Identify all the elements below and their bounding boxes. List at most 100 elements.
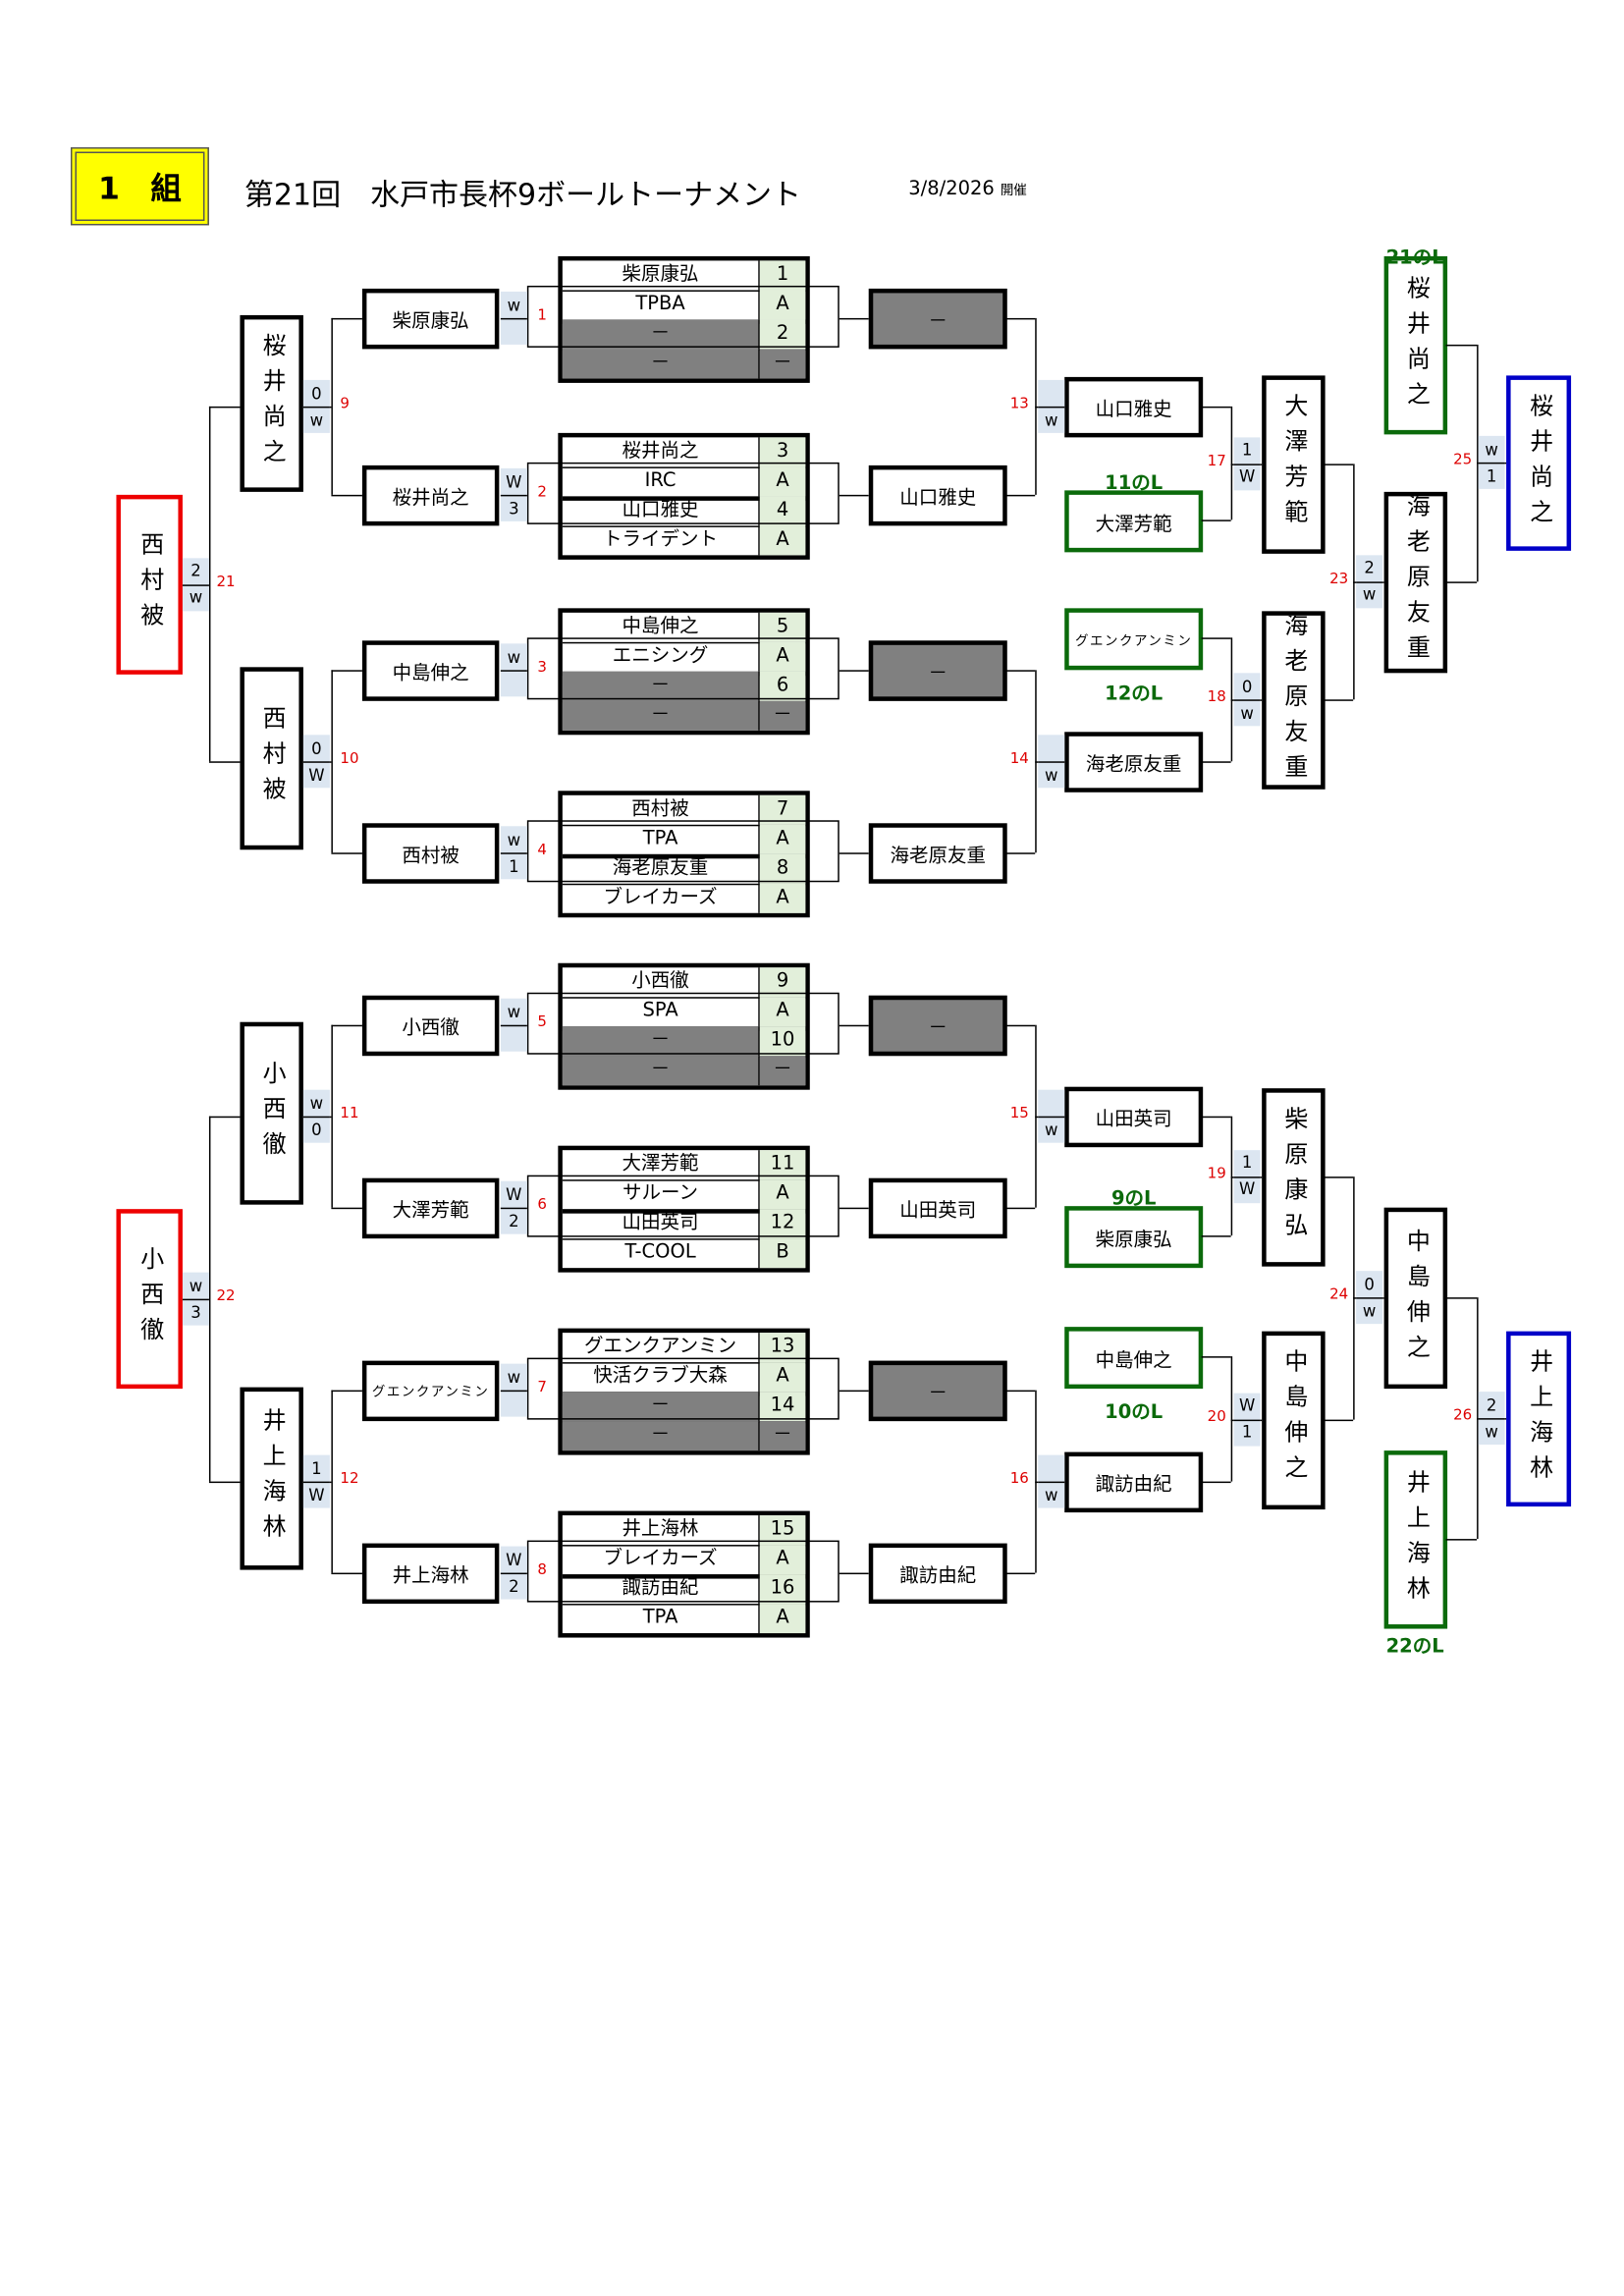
- match-bracket: [526, 820, 839, 883]
- entry-seed: A: [759, 525, 806, 556]
- right-entry-box[interactable]: 山口雅史: [868, 465, 1007, 526]
- entry-name[interactable]: －: [562, 671, 760, 701]
- right-final-box[interactable]: 中島伸之: [1383, 1207, 1448, 1390]
- right-entry-box[interactable]: 海老原友重: [868, 823, 1007, 884]
- winner-box[interactable]: 小西徹: [361, 995, 500, 1057]
- right-entry-box[interactable]: －: [868, 1360, 1007, 1422]
- right-semifinal-box[interactable]: 柴原康弘: [1262, 1087, 1326, 1266]
- right-semifinal-box[interactable]: 海老原友重: [1262, 611, 1326, 790]
- match-number: 9: [340, 396, 350, 412]
- entry-name[interactable]: ブレイカーズ: [563, 883, 760, 913]
- entry-name[interactable]: 快活クラブ大森: [563, 1362, 760, 1393]
- entry-name[interactable]: 西村被: [563, 794, 760, 825]
- entry-name[interactable]: T-COOL: [563, 1238, 760, 1269]
- champion-box[interactable]: 桜井尚之: [1506, 375, 1572, 552]
- entry-name[interactable]: 海老原友重: [563, 853, 760, 884]
- losers-entry-box[interactable]: 柴原康弘: [1064, 1206, 1204, 1269]
- winner-box[interactable]: 井上海林: [361, 1543, 500, 1605]
- entry-name[interactable]: 諏訪由紀: [563, 1574, 760, 1605]
- connector-line: [331, 1390, 333, 1573]
- entry-seed: A: [759, 824, 806, 854]
- entry-seed: －: [759, 1056, 806, 1086]
- entry-name[interactable]: グエンクアンミン: [563, 1333, 760, 1363]
- entry-name[interactable]: 大澤芳範: [563, 1150, 760, 1180]
- entry-name[interactable]: －: [562, 1421, 760, 1451]
- winner-box[interactable]: 大澤芳範: [361, 1177, 500, 1239]
- winners-final-box[interactable]: 小西徹: [116, 1209, 183, 1390]
- right-winner-box[interactable]: 海老原友重: [1064, 732, 1204, 793]
- entry-name[interactable]: 井上海林: [563, 1515, 760, 1546]
- entry-name[interactable]: －: [562, 349, 760, 379]
- score-divider: [1233, 1175, 1261, 1177]
- connector-line: [1353, 1175, 1355, 1419]
- losers-entry-box[interactable]: 大澤芳範: [1064, 490, 1204, 553]
- winner-box[interactable]: 桜井尚之: [361, 465, 500, 526]
- entry-name[interactable]: TPA: [563, 824, 760, 854]
- champion-box[interactable]: 井上海林: [1506, 1331, 1572, 1507]
- winner-box[interactable]: 西村被: [361, 823, 500, 884]
- entry-name[interactable]: ブレイカーズ: [563, 1545, 760, 1575]
- entry-name[interactable]: トライデント: [563, 525, 760, 556]
- date-value: 3/8/2026: [908, 178, 995, 200]
- semifinal-box[interactable]: 桜井尚之: [240, 314, 303, 492]
- semifinal-box[interactable]: 井上海林: [240, 1387, 303, 1570]
- right-winner-box[interactable]: 諏訪由紀: [1064, 1451, 1204, 1513]
- entry-name[interactable]: －: [562, 1026, 760, 1057]
- losers-entry-box[interactable]: グエンクアンミン: [1064, 608, 1204, 671]
- losers-final-entry-box[interactable]: 井上海林: [1383, 1450, 1448, 1629]
- losers-final-entry-box[interactable]: 桜井尚之: [1383, 255, 1448, 435]
- entry-name[interactable]: 山口雅史: [563, 496, 760, 526]
- match-number: 18: [1207, 688, 1226, 706]
- semifinal-box[interactable]: 小西徹: [240, 1021, 303, 1205]
- score-cell: w: [1038, 1089, 1065, 1143]
- entry-name[interactable]: TPA: [563, 1604, 760, 1634]
- right-entry-box[interactable]: 山田英司: [868, 1177, 1007, 1239]
- entry-name[interactable]: エニシング: [563, 641, 760, 672]
- entry-name[interactable]: －: [562, 319, 760, 350]
- right-winner-box[interactable]: 山田英司: [1064, 1086, 1204, 1148]
- entry-name[interactable]: TPBA: [563, 290, 760, 320]
- winners-final-box[interactable]: 西村被: [116, 494, 183, 675]
- entry-name[interactable]: サルーン: [563, 1179, 760, 1210]
- semifinal-box[interactable]: 西村被: [240, 667, 303, 850]
- right-final-box[interactable]: 海老原友重: [1383, 491, 1448, 673]
- winner-box[interactable]: グエンクアンミン: [361, 1360, 500, 1422]
- entry-seed: A: [759, 290, 806, 320]
- loser-source-label: 11のL: [1105, 472, 1164, 495]
- entry-name[interactable]: SPA: [563, 997, 760, 1027]
- score-divider: [1233, 699, 1261, 701]
- connector-line: [1477, 344, 1479, 581]
- right-entry-box[interactable]: 諏訪由紀: [868, 1543, 1007, 1605]
- entry-seed: A: [759, 641, 806, 672]
- match-bracket: [526, 1175, 839, 1237]
- entry-name[interactable]: 山田英司: [563, 1209, 760, 1239]
- loser-source-label: 21のL: [1385, 246, 1444, 270]
- losers-entry-box[interactable]: 中島伸之: [1064, 1327, 1204, 1390]
- right-semifinal-box[interactable]: 中島伸之: [1262, 1330, 1326, 1509]
- entry-name[interactable]: 桜井尚之: [563, 437, 760, 467]
- score-divider: [500, 494, 527, 497]
- score-bottom: w: [309, 410, 324, 430]
- right-winner-box[interactable]: 山口雅史: [1064, 376, 1204, 438]
- winner-box[interactable]: 中島伸之: [361, 640, 500, 701]
- score-bottom: [501, 318, 527, 345]
- winner-box[interactable]: 柴原康弘: [361, 288, 500, 350]
- connector-line: [331, 1024, 333, 1208]
- entry-seed: －: [759, 1421, 806, 1451]
- right-entry-box[interactable]: －: [868, 995, 1007, 1057]
- entry-name[interactable]: －: [562, 700, 760, 731]
- right-semifinal-box[interactable]: 大澤芳範: [1262, 374, 1326, 554]
- entry-name[interactable]: －: [562, 1056, 760, 1086]
- entry-name[interactable]: IRC: [563, 466, 760, 497]
- entry-name[interactable]: 柴原康弘: [563, 260, 760, 291]
- score-divider: [500, 852, 527, 854]
- entry-name[interactable]: 中島伸之: [563, 612, 760, 642]
- right-entry-box[interactable]: －: [868, 288, 1007, 350]
- match-bracket: [526, 1357, 839, 1420]
- entry-name[interactable]: 小西徹: [563, 967, 760, 998]
- entry-name[interactable]: －: [562, 1392, 760, 1422]
- right-entry-box[interactable]: －: [868, 640, 1007, 701]
